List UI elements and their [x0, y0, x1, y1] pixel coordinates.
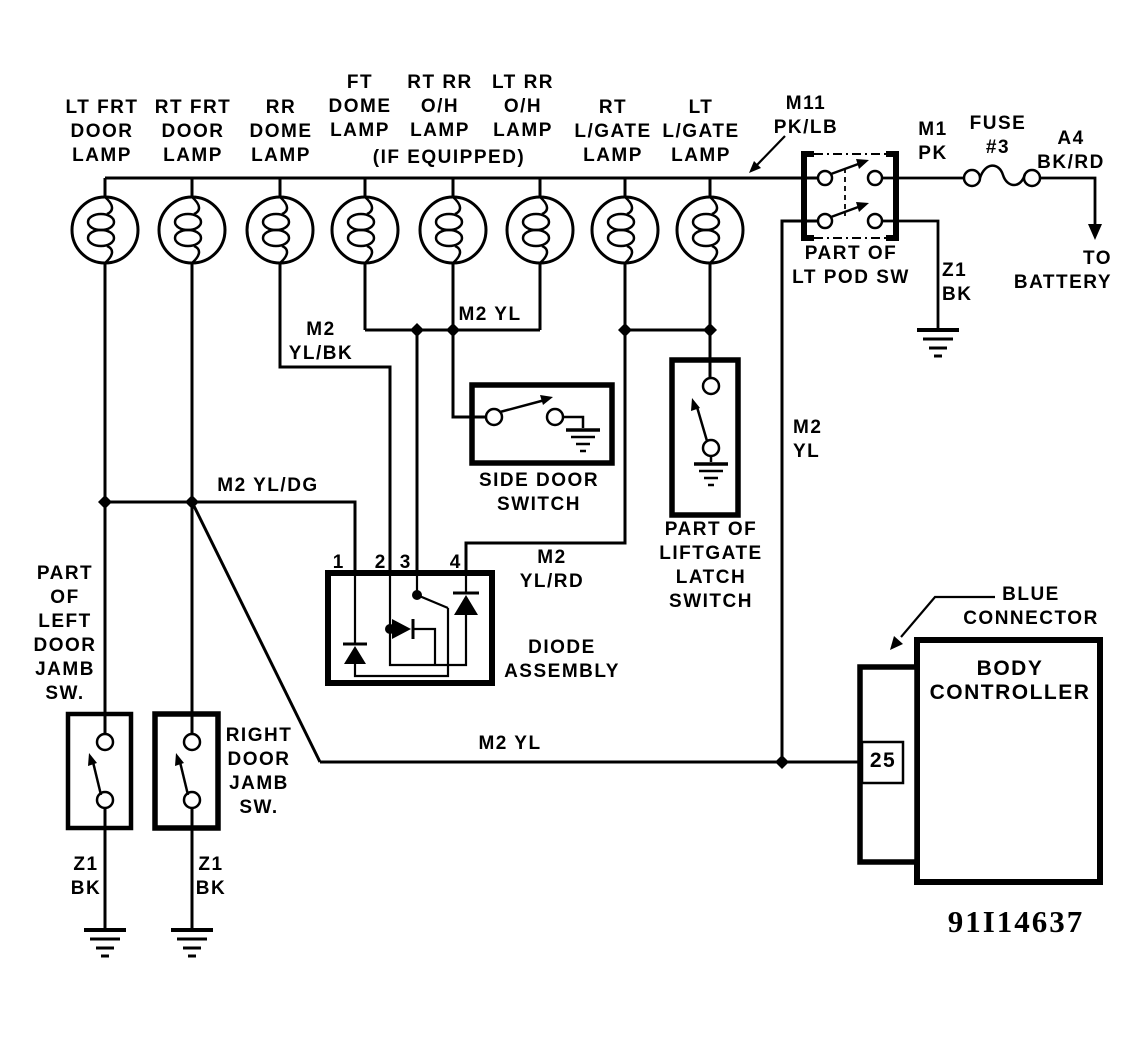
diode-icon — [392, 619, 411, 639]
left-door-jamb-switch — [65, 711, 134, 958]
diode-icon — [344, 646, 366, 664]
to-battery-arrow-icon — [1088, 224, 1102, 240]
note-if-equipped: (IF EQUIPPED) — [372, 147, 526, 168]
junction-dots — [98, 323, 789, 769]
liftgate-latch-switch — [669, 357, 741, 518]
lamp-label-rt-lgate: RT L/GATE LAMP — [574, 97, 652, 166]
pod-ground — [882, 219, 959, 358]
diode-pin-2: 2 — [374, 552, 386, 573]
diode-pin-3: 3 — [399, 552, 411, 573]
wire-label-z1-bk-left: Z1 BK — [70, 854, 102, 899]
callout-arrows — [749, 135, 995, 650]
m11-arrow-icon — [749, 161, 761, 173]
fuse-symbol — [882, 164, 1102, 240]
wire-label-m2-yl-right: M2 YL — [793, 417, 823, 462]
ft-dome-lamp-icon — [330, 195, 400, 265]
wire-label-a4-bk-rd: A4 BK/RD — [1037, 128, 1105, 173]
side-door-switch-feed — [451, 330, 486, 419]
wire-label-m2-yl-dg: M2 YL/DG — [217, 475, 319, 496]
blue-connector-callout-line — [900, 595, 995, 638]
wire-label-m2-yl-rd: M2 YL/RD — [519, 547, 585, 592]
diode-icon — [454, 595, 478, 615]
lamp-symbols — [70, 195, 745, 265]
m2-yl-rd-wire — [464, 330, 627, 573]
switch-arrow-icon — [691, 398, 700, 411]
right-door-jamb-switch — [152, 711, 221, 958]
wire-label-m2-yl-bk: M2 YL/BK — [288, 319, 354, 364]
lt-lgate-lamp-icon — [675, 195, 745, 265]
wire-label-m2-yl-bottom: M2 YL — [478, 733, 542, 754]
lamp-label-lt-frt-door: LT FRT DOOR LAMP — [65, 97, 139, 166]
switch-arrow-icon — [856, 202, 869, 212]
figure-id: 91I14637 — [947, 904, 1085, 939]
component-label-diode-assembly: DIODE ASSEMBLY — [504, 637, 620, 682]
m2-yl-bk-wire — [278, 263, 392, 573]
rt-rr-oh-lamp-icon — [418, 195, 488, 265]
lamp-label-lt-rr-oh: LT RR O/H LAMP — [491, 72, 555, 141]
main-bus-wire — [103, 176, 818, 198]
diode-pin-4: 4 — [449, 552, 461, 573]
wire-label-m11-pk-lb: M11 PK/LB — [773, 93, 839, 138]
connector-pin-25: 25 — [869, 749, 897, 772]
component-label-side-door-switch: SIDE DOOR SWITCH — [478, 470, 600, 515]
to-battery-label: TO BATTERY — [1013, 248, 1112, 293]
switch-arrow-icon — [88, 753, 97, 766]
lt-frt-door-lamp-icon — [70, 195, 140, 265]
lamp-label-lt-lgate: LT L/GATE LAMP — [662, 97, 740, 166]
body-controller-label: BODY CONTROLLER — [929, 657, 1091, 704]
pin-25-box — [860, 740, 905, 785]
component-label-left-door-jamb: PART OF LEFT DOOR JAMB SW. — [33, 563, 97, 704]
blue-connector-label: BLUE CONNECTOR — [963, 584, 1099, 629]
switch-arrow-icon — [175, 753, 184, 766]
m2-yl-right-wire — [780, 219, 818, 762]
switch-arrow-icon — [856, 159, 869, 169]
switch-arrow-icon — [540, 395, 553, 405]
diode-pin-1: 1 — [332, 552, 344, 573]
wire-label-m1-pk: M1 PK — [918, 119, 948, 164]
side-door-switch — [469, 382, 615, 466]
lamp-label-rr-dome: RR DOME LAMP — [249, 97, 313, 166]
wire-label-m2-yl-top: M2 YL — [458, 304, 522, 325]
fuse-label: FUSE #3 — [969, 113, 1027, 158]
lt-pod-switch — [801, 151, 899, 241]
rt-lgate-lamp-icon — [590, 195, 660, 265]
lamp-label-rt-frt-door: RT FRT DOOR LAMP — [154, 97, 232, 166]
component-label-lt-pod-sw: PART OF LT POD SW — [792, 243, 910, 288]
lamp-label-rt-rr-oh: RT RR O/H LAMP — [407, 72, 473, 141]
lamp-label-ft-dome: FT DOME LAMP — [328, 72, 392, 141]
wire-label-z1-bk-pod: Z1 BK — [942, 260, 973, 305]
lt-rr-oh-lamp-icon — [505, 195, 575, 265]
wire-label-z1-bk-right: Z1 BK — [195, 854, 227, 899]
m11-callout-line — [755, 135, 786, 167]
blue-connector-arrow-icon — [890, 636, 903, 650]
component-label-liftgate-latch: PART OF LIFTGATE LATCH SWITCH — [659, 519, 763, 612]
rt-frt-door-lamp-icon — [157, 195, 227, 265]
blue-connector-box — [857, 664, 920, 865]
diode-assembly — [325, 570, 495, 686]
rr-dome-lamp-icon — [245, 195, 315, 265]
component-label-right-door-jamb: RIGHT DOOR JAMB SW. — [225, 725, 293, 818]
body-controller — [857, 637, 1103, 885]
diagonal-wire — [190, 501, 322, 763]
m2-yl-dg-wire — [105, 500, 357, 573]
